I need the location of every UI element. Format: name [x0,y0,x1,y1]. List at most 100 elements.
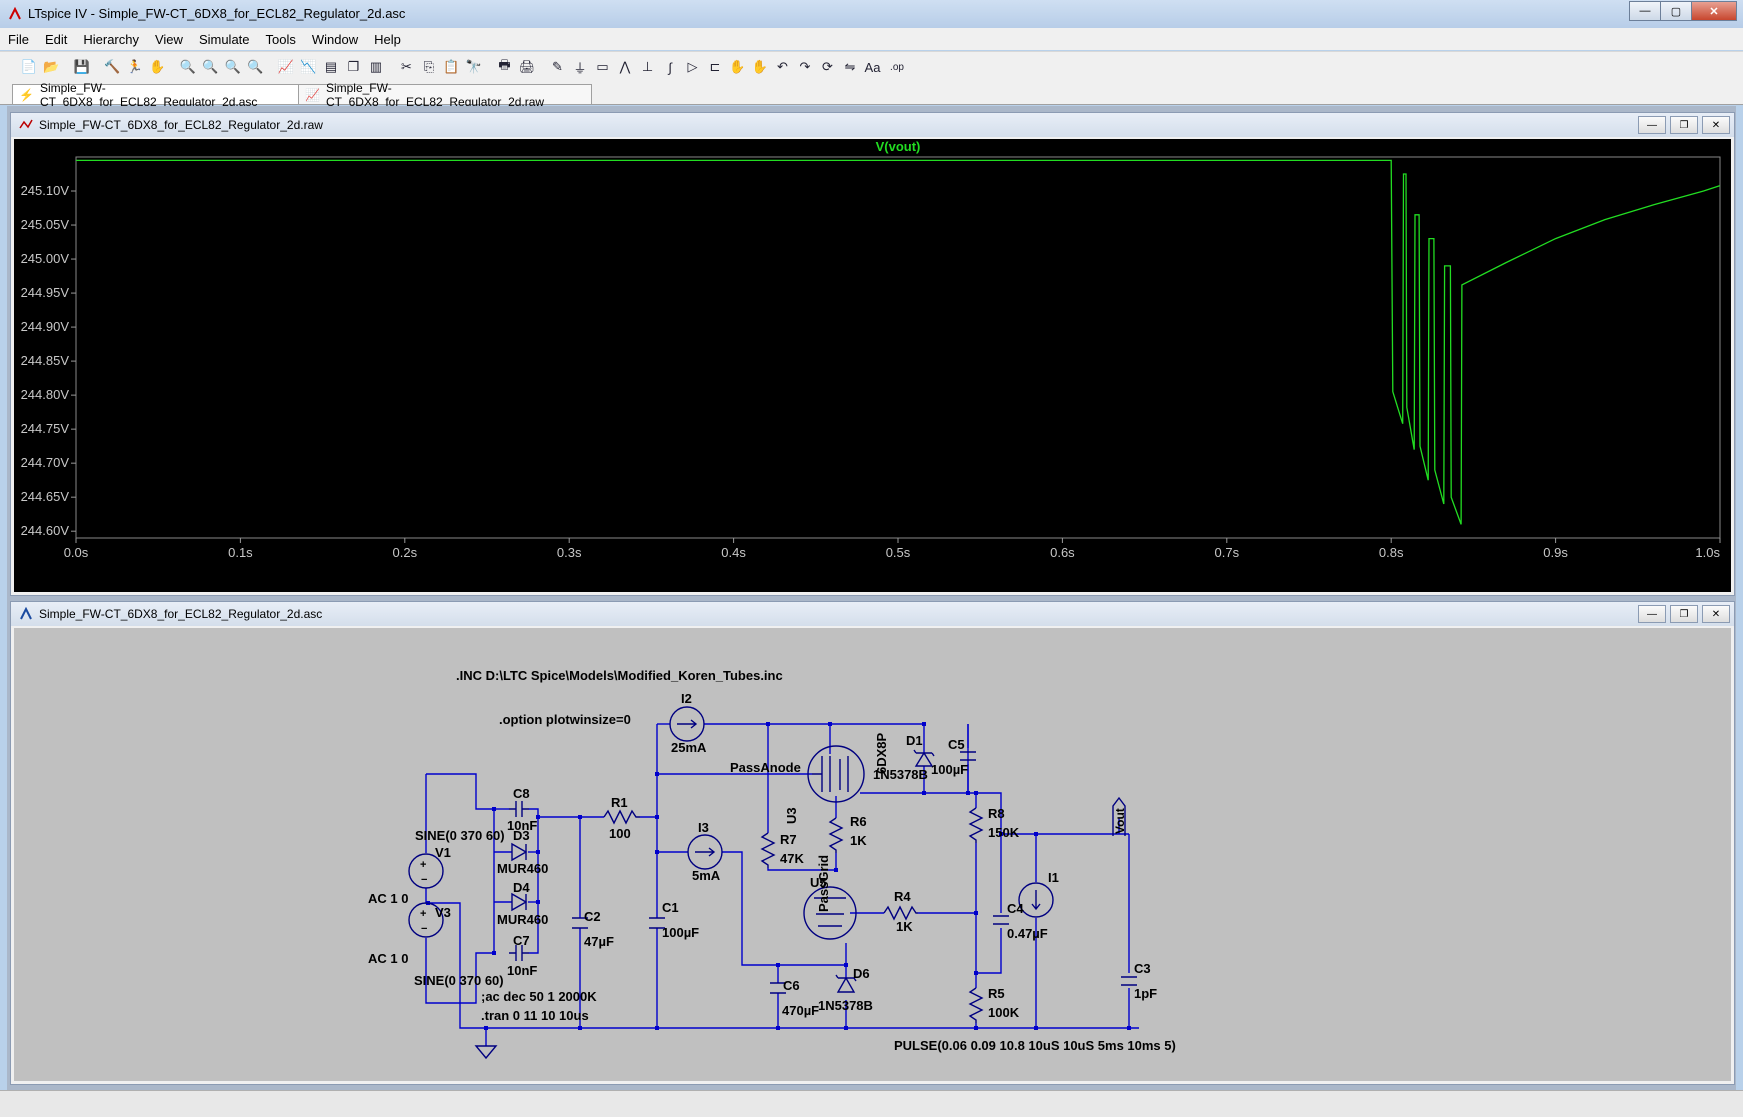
autorange-icon[interactable]: 📈 [277,59,295,74]
ac-directive: ;ac dec 50 1 2000K [481,989,597,1004]
menu-window[interactable]: Window [311,31,359,47]
paste-icon[interactable]: 📋 [443,59,460,74]
redo-icon[interactable]: ↷ [799,59,811,74]
close-button[interactable]: ✕ [1691,1,1737,21]
v1-source-symbol [408,853,444,889]
schematic-icon: ⚡ [19,87,34,102]
print-icon[interactable]: 🖨 [518,59,536,74]
c4-value: 0.47µF [1007,926,1048,941]
copy-icon[interactable]: ⎘ [423,59,435,74]
wire-icon[interactable]: ✎ [552,59,563,74]
u3-label: U3 [784,807,799,824]
mdi-workspace: Simple_FW-CT_6DX8_for_ECL82_Regulator_2d… [7,106,1736,1106]
new-schematic-icon[interactable]: 📄 [20,59,38,74]
ltspice-logo-icon [9,7,21,20]
menu-hierarchy[interactable]: Hierarchy [83,31,139,47]
schematic-minimize-button[interactable]: — [1638,605,1666,623]
waveform-icon: 📈 [305,87,320,102]
menu-view[interactable]: View [154,31,183,47]
drag-icon[interactable]: ✋ [751,59,769,74]
rotate-icon[interactable]: ⟳ [822,59,833,74]
schematic-restore-button[interactable]: ❐ [1670,605,1698,623]
minimize-button[interactable]: — [1629,1,1661,21]
waveform-window-header: Simple_FW-CT_6DX8_for_ECL82_Regulator_2d… [11,113,1734,137]
zoom-cancel-icon[interactable]: 🔍 [247,59,264,74]
junction-dots [426,722,1131,1030]
x-tick-label: 0.5s [886,545,911,560]
run-icon[interactable]: 🏃 [126,59,144,74]
menu-simulate[interactable]: Simulate [198,31,250,47]
tab-waveform-label: Simple_FW-CT_6DX8_for_ECL82_Regulator_2d… [325,80,545,109]
ground-icon[interactable]: ⏚ [573,60,587,76]
toolbar: 📄 📂 💾 🔨 🏃 ✋ 🔍 🔍 🔍 🔍 📈 📉 ▤ ❐ ▥ ✂ ⎘ 📋 🔭 🖶 🖨 ✎ ⏚ ▭ ⋀ ⊥ ∫ ▷ ⊏ ✋ ✋ ↶ ↷ ⟳ ⇋ Aa .op [0,51,1743,83]
component-icon[interactable]: ⊏ [709,59,721,74]
tran-directive: .tran 0 11 10 10us [481,1008,589,1023]
d4-label: D4 [513,880,530,895]
tile-horizontal-icon[interactable]: ▤ [324,59,338,74]
y-tick-label: 244.80V [21,387,70,402]
resistor-icon[interactable]: ⋀ [619,59,631,74]
find-icon[interactable]: 🔭 [465,59,483,74]
cut-icon[interactable]: ✂ [401,59,412,74]
x-tick-label: 0.9s [1543,545,1568,560]
menu-file[interactable]: File [8,31,29,47]
halt-icon[interactable]: ✋ [149,59,166,74]
save-icon[interactable]: 💾 [73,59,91,74]
schematic-drawing[interactable]: + − + − [14,628,1731,1081]
c6-label: C6 [783,978,800,993]
menu-edit[interactable]: Edit [44,31,68,47]
maximize-button[interactable]: ▢ [1660,1,1692,21]
waveform-window: Simple_FW-CT_6DX8_for_ECL82_Regulator_2d… [10,112,1735,596]
waveform-plot[interactable]: 245.10V245.05V245.00V244.95V244.90V244.8… [14,139,1731,592]
zoom-in-icon[interactable]: 🔍 [179,59,197,74]
plot-frame [75,156,1721,539]
capacitor-icon[interactable]: ⊥ [641,59,654,74]
svg-text:−: − [421,874,427,886]
open-icon[interactable]: 📂 [43,59,60,74]
waveform-close-button[interactable]: ✕ [1702,116,1730,134]
c2-value: 47µF [584,934,614,949]
y-tick-label: 244.95V [21,285,70,300]
i2-label: I2 [681,691,692,706]
trace-title: V(vout) [876,139,921,154]
control-panel-icon[interactable]: 🔨 [104,59,121,74]
status-bar [0,1090,1743,1117]
mirror-icon[interactable]: ⇋ [844,59,856,74]
r5-value: 100K [988,1005,1020,1020]
text-icon[interactable]: Aa [864,59,881,75]
menu-tools[interactable]: Tools [265,31,296,47]
y-tick-label: 245.10V [21,183,70,198]
tab-waveform[interactable]: 📈 Simple_FW-CT_6DX8_for_ECL82_Regulator_… [298,81,592,109]
waveform-icon[interactable]: 📉 [300,59,317,74]
x-tick-label: 0.3s [557,545,582,560]
diode-icon[interactable]: ▷ [687,59,698,74]
y-tick-label: 244.85V [21,353,70,368]
waveform-minimize-button[interactable]: — [1638,116,1666,134]
c7-value: 10nF [507,963,537,978]
v3-ac: AC 1 0 [368,951,408,966]
label-icon[interactable]: ▭ [596,59,609,74]
spice-directive-icon[interactable]: .op [890,61,904,73]
d3-value: MUR460 [497,861,548,876]
cascade-icon[interactable]: ❐ [347,59,360,74]
zoom-pan-icon[interactable]: 🔍 [202,59,219,74]
r4-value: 1K [896,919,913,934]
title-bar: LTspice IV - Simple_FW-CT_6DX8_for_ECL82… [0,0,1743,29]
undo-icon[interactable]: ↶ [777,59,788,74]
x-tick-label: 0.2s [393,545,418,560]
schematic-canvas[interactable]: + − + − [14,628,1731,1081]
waveform-restore-button[interactable]: ❐ [1670,116,1698,134]
series-line-vout [76,159,1721,525]
menu-help[interactable]: Help [374,31,401,47]
print-setup-icon[interactable]: 🖶 [498,57,511,72]
tile-vertical-icon[interactable]: ▥ [369,59,383,74]
r8-value: 150K [988,825,1020,840]
schematic-close-button[interactable]: ✕ [1702,605,1730,623]
x-tick-label: 0.6s [1050,545,1075,560]
move-icon[interactable]: ✋ [729,59,746,74]
zoom-out-icon[interactable]: 🔍 [224,59,242,74]
inductor-icon[interactable]: ∫ [668,59,672,75]
c6-value: 470µF [782,1003,819,1018]
tab-schematic[interactable]: ⚡ Simple_FW-CT_6DX8_for_ECL82_Regulator_… [12,81,306,109]
